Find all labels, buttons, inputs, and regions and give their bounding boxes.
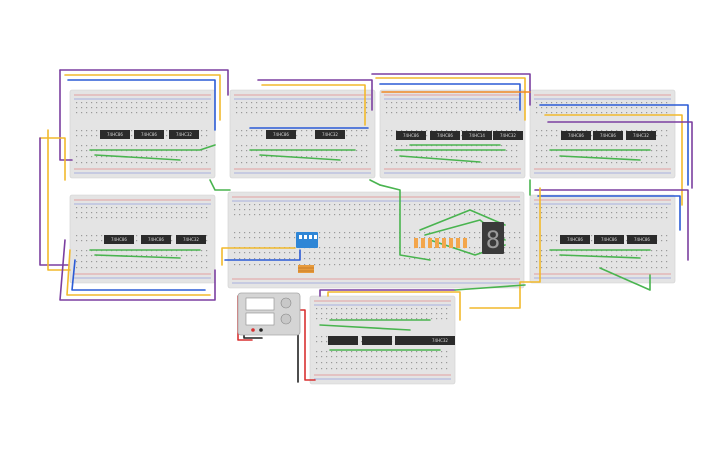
wires: [39, 69, 693, 383]
seven-segment-digit: 8: [486, 226, 500, 254]
ic-chip: 74HC86: [266, 130, 296, 139]
chip-label: 74HC86: [437, 133, 453, 138]
supply-display-top: [245, 297, 275, 311]
led: [456, 238, 460, 248]
chip-label: 74HC32: [183, 237, 199, 242]
ic-chip: 74HC32: [169, 130, 199, 139]
chip-label: 74HC32: [176, 132, 192, 137]
power-supply: [237, 292, 301, 336]
chip-label: 74HC86: [141, 132, 157, 137]
led: [414, 238, 418, 248]
chip-label: 74HC86: [273, 132, 289, 137]
ic-chip: 74HC32: [626, 131, 656, 140]
ic-chip: 74HC32: [493, 131, 523, 140]
ic-chip: 74HC86: [134, 130, 164, 139]
chip-label: 74HC14: [469, 133, 485, 138]
chip-label: 74HC32: [633, 133, 649, 138]
ic-chip: 74HC86: [560, 235, 590, 244]
ic-chip: 74HC86: [593, 131, 623, 140]
supply-terminal-negative: [259, 328, 263, 332]
ic-chip: 74HC32: [315, 130, 345, 139]
ic-chip: 74HC86: [100, 130, 130, 139]
ic-chip: [362, 336, 392, 345]
supply-terminal-positive: [251, 328, 255, 332]
ic-chip: [395, 336, 425, 345]
dip-switch[interactable]: [296, 232, 318, 248]
led: [421, 238, 425, 248]
ic-chips: 74HC86 74HC86 74HC32 74HC86 74HC32 74HC86 74HC…: [100, 130, 657, 345]
chip-label: 74HC86: [403, 133, 419, 138]
ic-chip: 74HC86: [594, 235, 624, 244]
seven-segment-display: 8: [482, 222, 504, 254]
led: [463, 238, 467, 248]
ic-chip: [328, 336, 358, 345]
chip-label: 74HC86: [634, 237, 650, 242]
led: [435, 238, 439, 248]
ic-chip: 74HC86: [627, 235, 657, 244]
supply-knob-bottom: [280, 313, 292, 325]
ic-chip: 74HC86: [396, 131, 426, 140]
chip-label: 74HC86: [111, 237, 127, 242]
chip-label: 74HC86: [567, 237, 583, 242]
ic-chip: 74HC86: [141, 235, 171, 244]
led: [442, 238, 446, 248]
breadboard-center: [227, 191, 525, 289]
ic-chip: 74HC86: [430, 131, 460, 140]
resistor-network: [298, 265, 314, 273]
chip-label: 74HC86: [107, 132, 123, 137]
chip-label: 74HC86: [568, 133, 584, 138]
led: [449, 238, 453, 248]
chip-label: 74HC86: [601, 237, 617, 242]
ic-chip: 74HC32: [176, 235, 206, 244]
chip-label: 74HC86: [600, 133, 616, 138]
chip-label: 74HC32: [432, 338, 448, 343]
chip-label: 74HC32: [322, 132, 338, 137]
chip-label: 74HC32: [500, 133, 516, 138]
supply-knob-top: [280, 297, 292, 309]
led-array: [414, 238, 467, 248]
supply-display-bottom: [245, 312, 275, 326]
ic-chip: 74HC14: [462, 131, 492, 140]
chip-label: 74HC86: [148, 237, 164, 242]
ic-chip: 74HC32: [425, 336, 455, 345]
led: [428, 238, 432, 248]
ic-chip: 74HC86: [104, 235, 134, 244]
ic-chip: 74HC86: [561, 131, 591, 140]
